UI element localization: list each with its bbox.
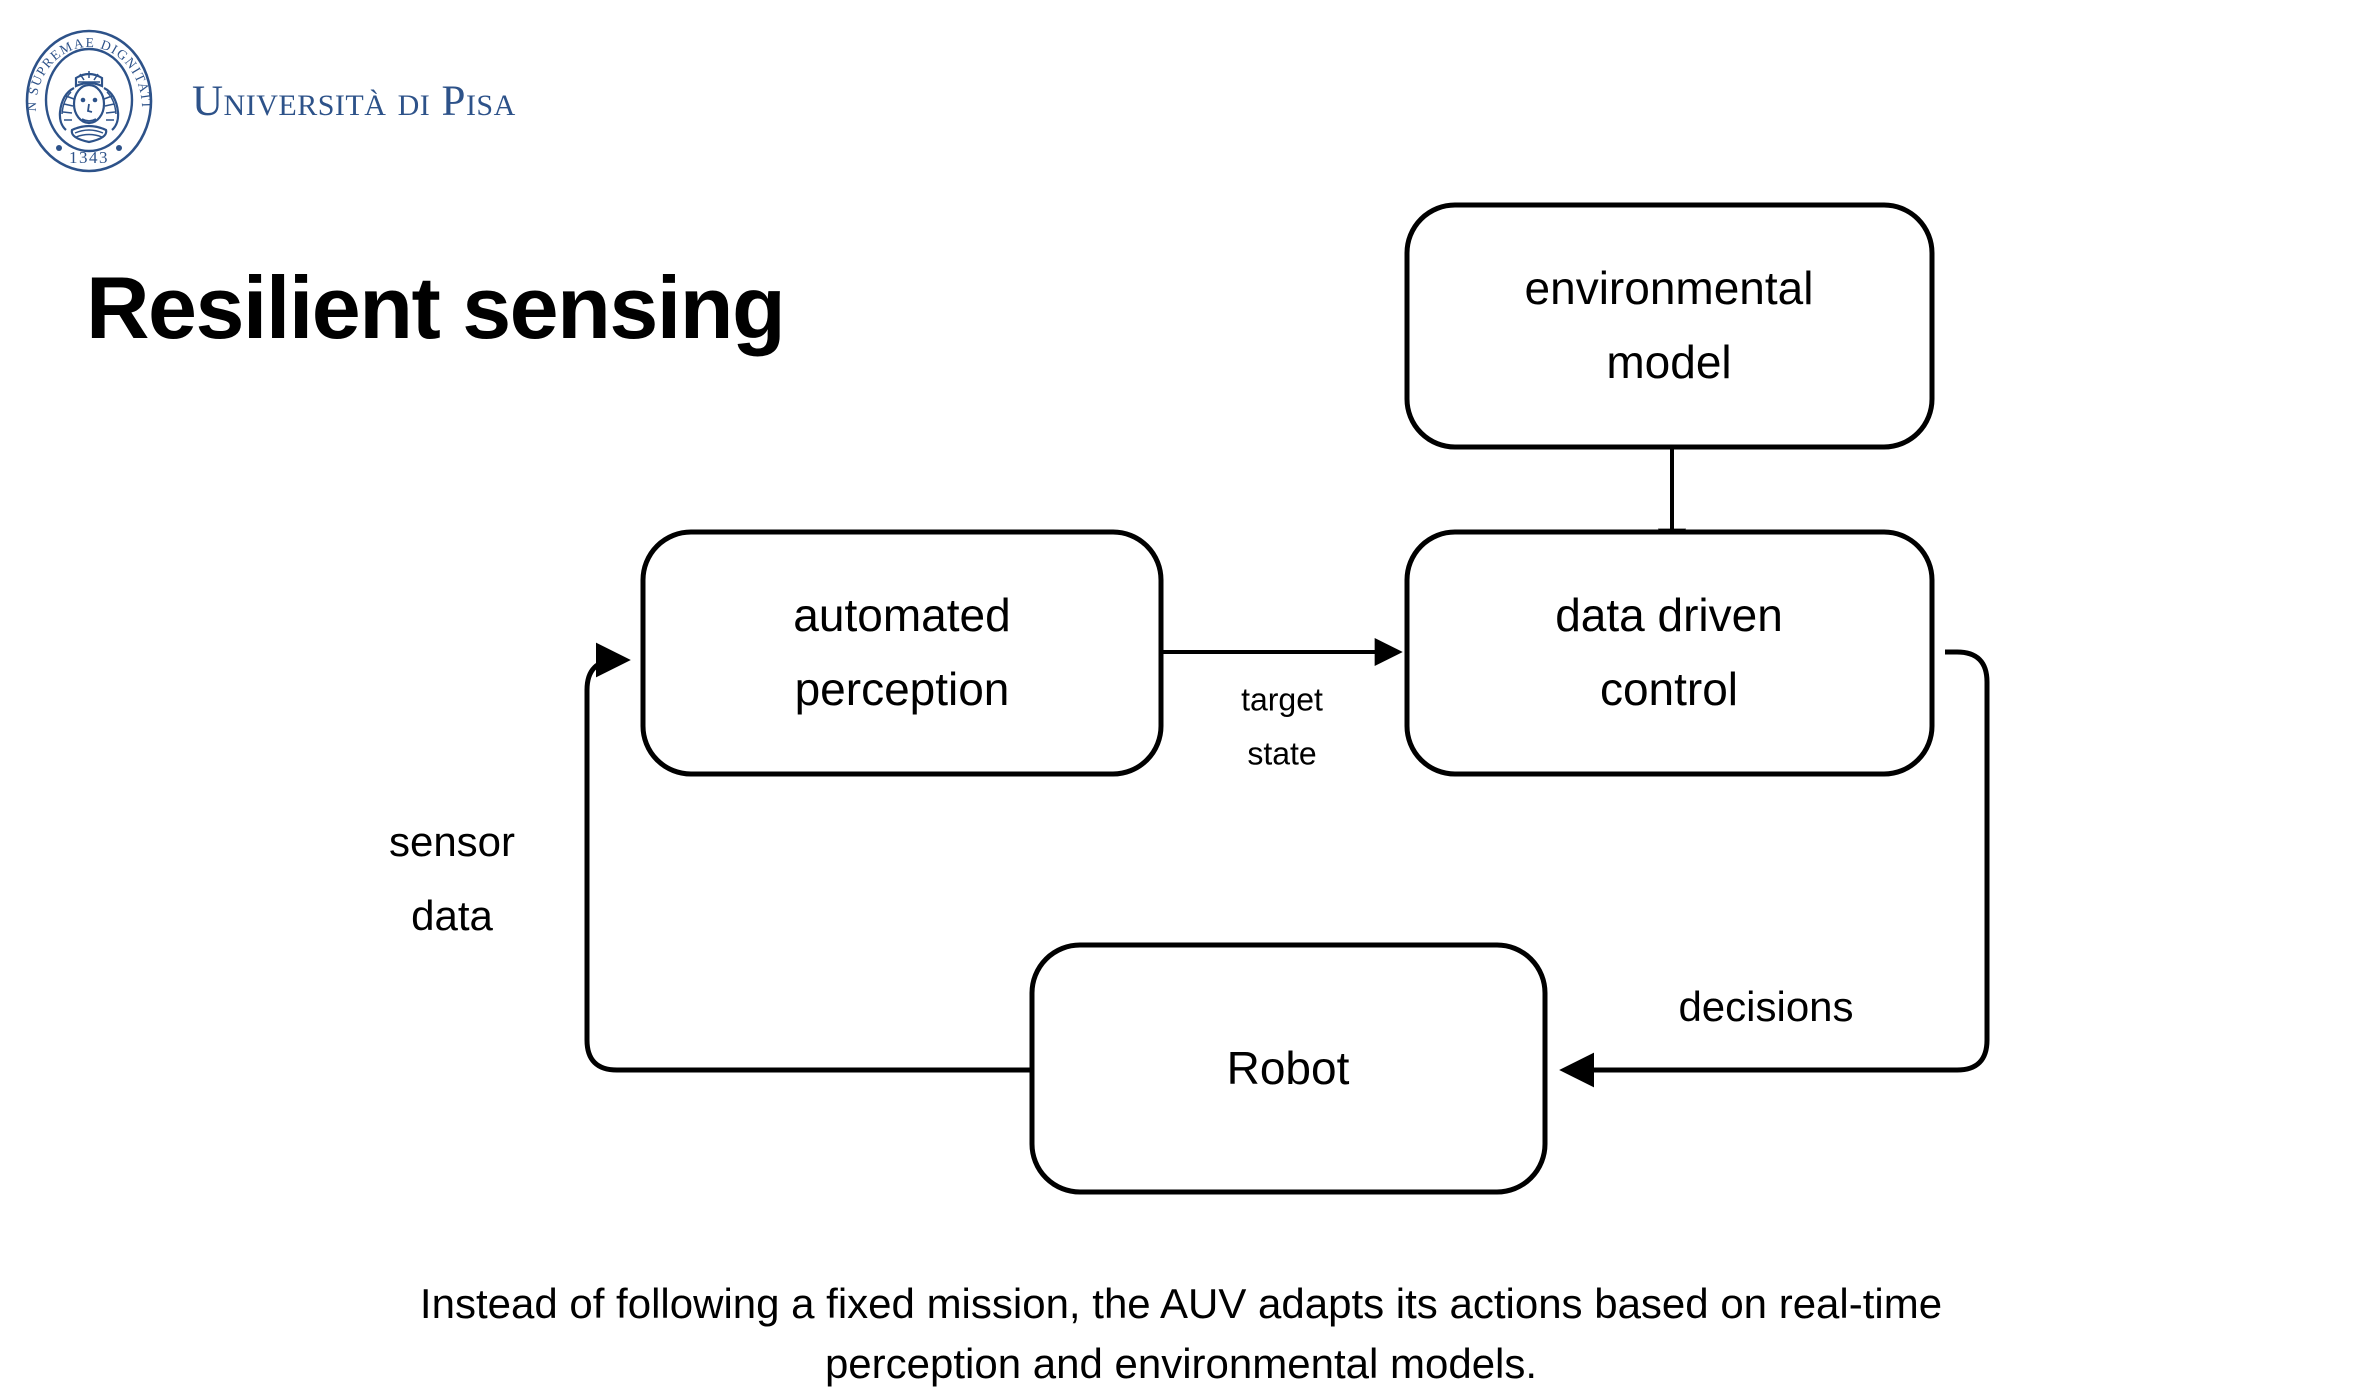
edge-control-to-robot — [1559, 649, 1990, 1088]
page-title: Resilient sensing — [86, 257, 786, 357]
node-robot-label: Robot — [1227, 1042, 1350, 1094]
university-logo: IN SUPREMAE DIGNITATIS 1343 Università d… — [14, 26, 516, 176]
resilient-sensing-flowchart: environmental model automated perception… — [389, 202, 1990, 1195]
node-environmental-model-line2: model — [1606, 336, 1731, 388]
edge-label-sensor-data: sensor data — [389, 818, 515, 939]
node-automated-perception[interactable]: automated perception — [640, 529, 1164, 777]
node-environmental-model[interactable]: environmental model — [1404, 202, 1935, 450]
node-automated-perception-line2: perception — [795, 663, 1010, 715]
node-robot[interactable]: Robot — [1029, 942, 1548, 1195]
svg-text:decisions: decisions — [1678, 983, 1853, 1030]
slide-caption: Instead of following a fixed mission, th… — [419, 1280, 1943, 1387]
node-data-driven-control-line1: data driven — [1555, 589, 1783, 641]
edge-label-decisions: decisions — [1678, 983, 1853, 1030]
node-data-driven-control-line2: control — [1600, 663, 1738, 715]
svg-text:1343: 1343 — [69, 148, 109, 167]
node-data-driven-control[interactable]: data driven control — [1404, 529, 1935, 777]
svg-text:target: target — [1241, 681, 1323, 717]
node-automated-perception-line1: automated — [793, 589, 1010, 641]
edge-robot-to-perception — [584, 642, 1030, 1073]
svg-text:state: state — [1247, 735, 1316, 771]
university-wordmark: Università di Pisa — [192, 77, 516, 125]
node-environmental-model-line1: environmental — [1525, 262, 1814, 314]
svg-text:data: data — [411, 892, 493, 939]
edge-label-target-state: target state — [1241, 681, 1323, 771]
svg-text:sensor: sensor — [389, 818, 515, 865]
university-seal-icon: IN SUPREMAE DIGNITATIS 1343 — [14, 26, 153, 173]
